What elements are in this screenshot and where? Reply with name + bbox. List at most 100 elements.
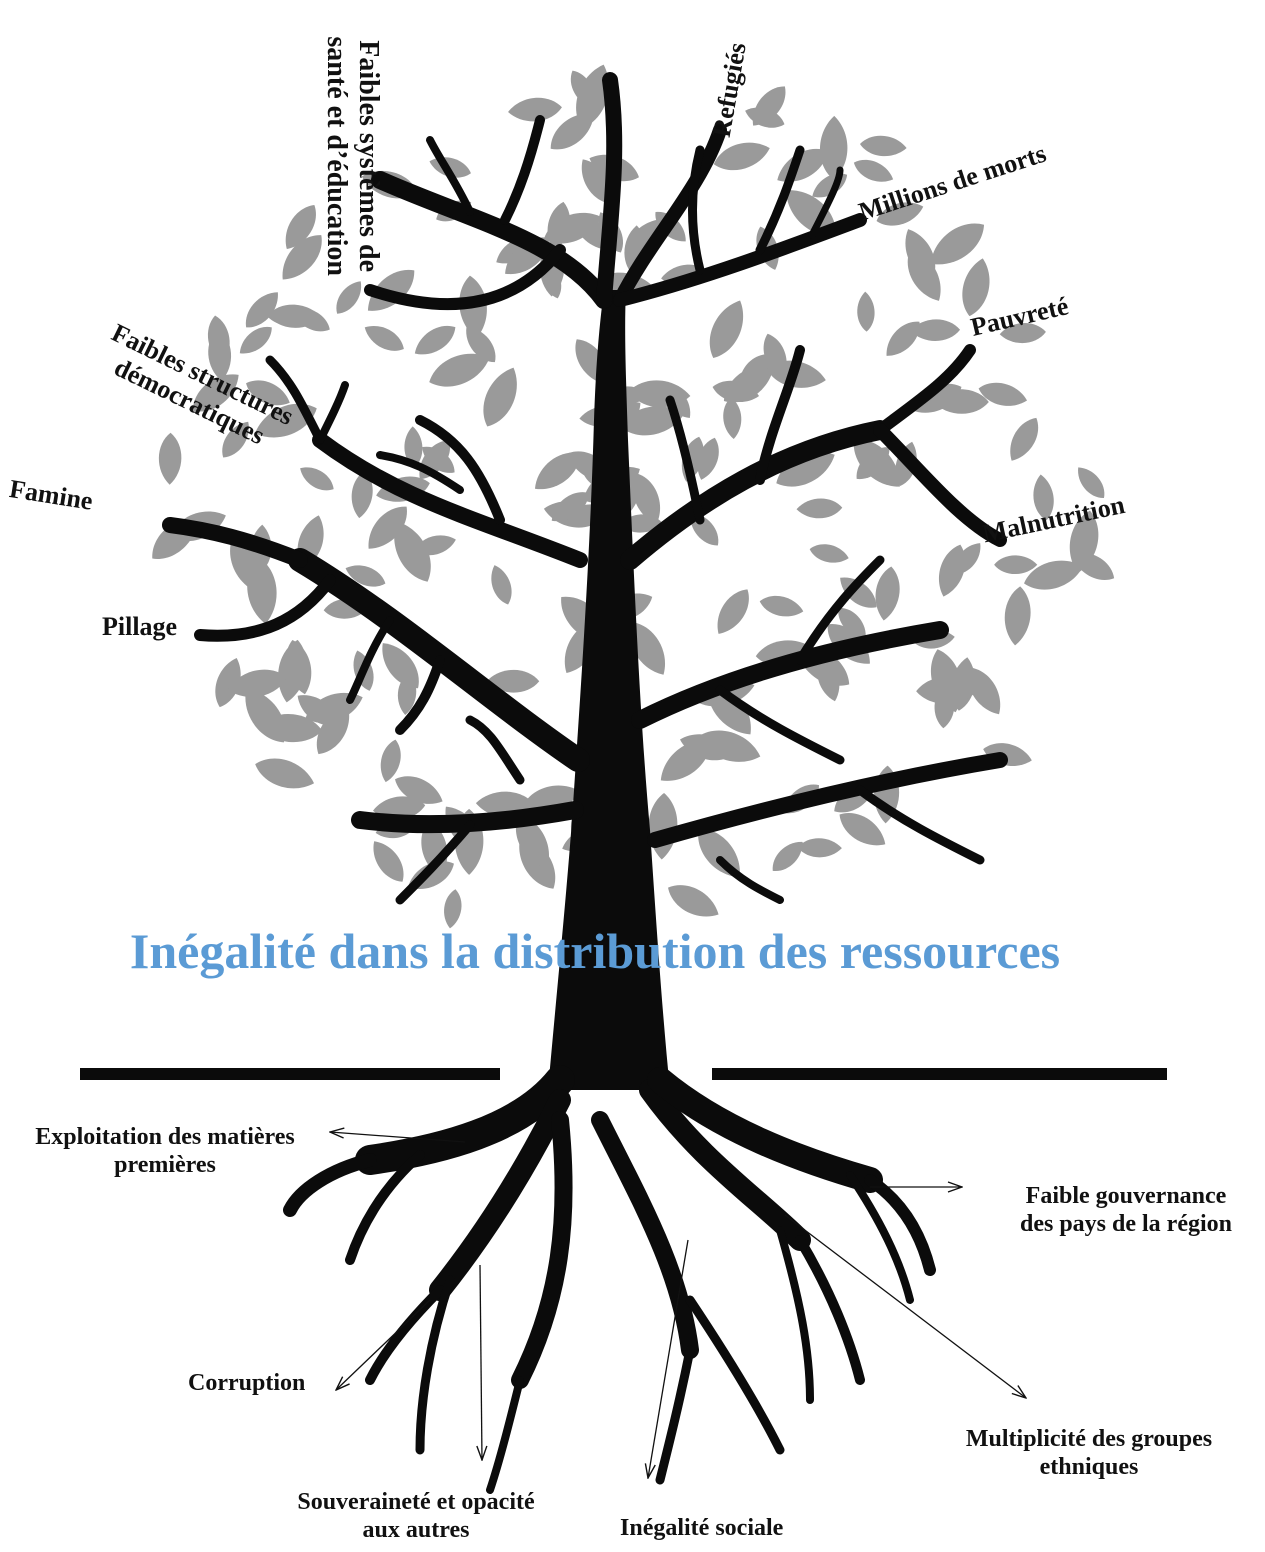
leaf [351, 470, 373, 519]
leaf [723, 397, 742, 439]
leaf [207, 315, 230, 364]
leaf [876, 202, 924, 226]
leaf [285, 204, 316, 250]
tree-roots [283, 1065, 936, 1494]
leaf [796, 498, 843, 519]
leaf [999, 323, 1046, 344]
leaf [222, 421, 249, 458]
tree-trunk [548, 290, 670, 1090]
leaf [255, 758, 315, 789]
label-pillage: Pillage [102, 612, 178, 641]
leaf [158, 432, 182, 485]
label-corruption: Corruption [188, 1370, 306, 1396]
leaf [285, 639, 312, 695]
leaf [713, 142, 770, 171]
leaf [628, 380, 691, 408]
leaf [962, 258, 990, 317]
leaf [968, 667, 1001, 715]
leaf [809, 544, 849, 563]
leaf [930, 649, 962, 713]
leaf [930, 223, 985, 265]
leaf [245, 688, 286, 743]
leaf [1078, 467, 1105, 499]
leaf [239, 326, 272, 354]
leaf [245, 292, 278, 328]
label-ethniques-line-2: ethniques [1039, 1453, 1139, 1480]
diagram-title: Inégalité dans la distribution des resso… [129, 923, 1061, 979]
leaf [282, 235, 322, 280]
leaf [404, 426, 423, 468]
label-faible-gouvernance: Faible gouvernance des pays de la région [995, 1183, 1257, 1238]
leaf [910, 319, 961, 341]
leaf [994, 555, 1038, 575]
leaf [551, 492, 589, 522]
leaf [444, 889, 462, 929]
leaf [466, 327, 496, 363]
leaf [932, 389, 989, 414]
label-exploitation-line-1: Exploitation des matières [35, 1124, 295, 1150]
label-souverainete-line-2: aux autres [362, 1516, 470, 1543]
leaf [745, 107, 785, 128]
leaf [227, 669, 287, 698]
leaf [508, 97, 562, 122]
leaf [907, 250, 941, 301]
leaf [886, 321, 920, 356]
leaf [668, 885, 719, 917]
label-souverainete-line-1: Souveraineté et opacité [297, 1489, 535, 1515]
leaf [300, 467, 334, 491]
leaf [364, 326, 404, 351]
leaf [268, 304, 322, 328]
leaf [336, 281, 362, 314]
leaf [373, 841, 404, 882]
leaf [859, 135, 907, 157]
leaf [215, 658, 241, 708]
leaf [570, 70, 595, 108]
label-inegalite-sociale: Inégalité sociale [620, 1515, 784, 1541]
leaf [739, 354, 772, 382]
leaf [717, 589, 749, 634]
leaf [763, 333, 787, 379]
label-sante-education: Faibles systèmes de santé et d’éducation [320, 36, 384, 276]
leaf [857, 291, 875, 332]
leaf [853, 439, 900, 487]
leaf [247, 557, 277, 624]
leaf [1033, 474, 1054, 521]
leaf [629, 622, 665, 675]
leaf [380, 739, 401, 783]
leaf [246, 380, 290, 406]
leaf [840, 577, 877, 608]
leaf [515, 815, 549, 869]
leaf [1010, 417, 1038, 461]
leaf [820, 115, 848, 180]
leaf [397, 673, 417, 715]
leaf [853, 159, 894, 182]
label-gouvernance-line-1: Faible gouvernance [1025, 1183, 1227, 1209]
leaf [534, 452, 581, 490]
ground-line [80, 1068, 1167, 1080]
leaf [543, 212, 602, 244]
leaf [1069, 510, 1099, 573]
leaf [192, 374, 239, 412]
leaf [414, 325, 456, 355]
leaf [491, 565, 512, 605]
leaf [648, 792, 678, 860]
leaf [1004, 586, 1031, 646]
label-exploitation-line-2: premières [114, 1151, 216, 1178]
leaf [1024, 560, 1083, 590]
tree-branches [162, 72, 1008, 905]
root-arrows [330, 1132, 1026, 1478]
label-groupes-ethniques: Multiplicité des groupes ethniques [936, 1426, 1242, 1481]
leaf [550, 113, 594, 150]
leaf [698, 730, 761, 762]
leaf [978, 382, 1028, 406]
label-souverainete-opacite: Souveraineté et opacité aux autres [270, 1489, 562, 1544]
leaf [772, 841, 803, 871]
leaf [429, 353, 490, 387]
leaf [486, 669, 540, 693]
leaf [345, 565, 386, 587]
label-sante-line-2: santé et d’éducation [320, 36, 352, 276]
label-sante-line-1: Faibles systèmes de [352, 40, 384, 273]
label-gouvernance-line-2: des pays de la région [1019, 1210, 1232, 1237]
